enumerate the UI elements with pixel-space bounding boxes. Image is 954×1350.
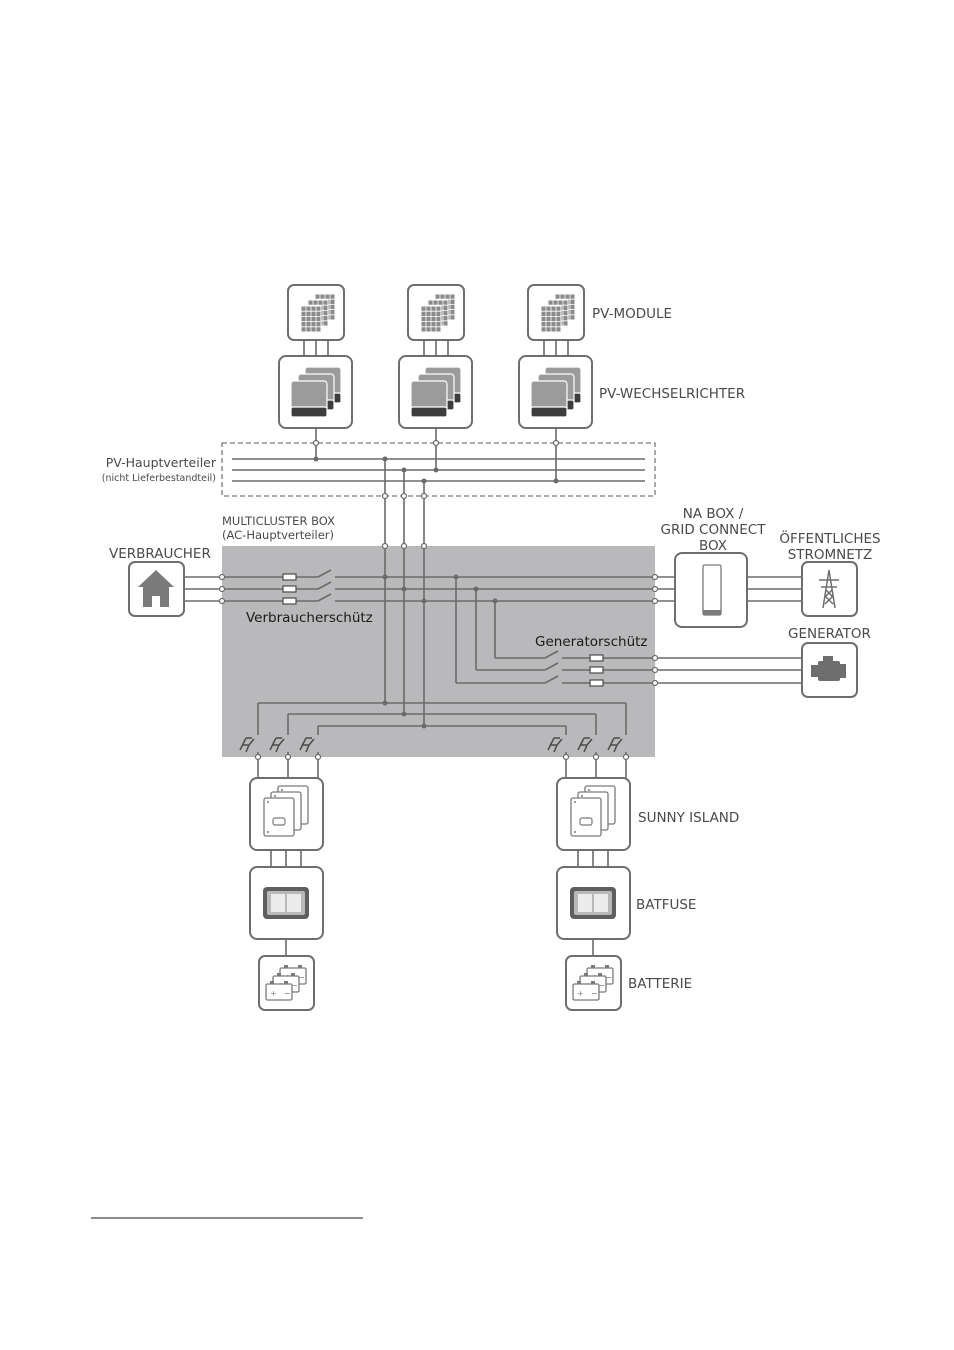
cabinet-icon [702, 564, 722, 616]
consumer-box [128, 561, 185, 617]
na-box-label-1: NA BOX / [683, 506, 744, 522]
consumer-fuses [282, 573, 297, 605]
sunny-island-1 [249, 777, 324, 851]
power-pylon-icon [819, 569, 839, 609]
pv-inverter-label: PV-WECHSELRICHTER [599, 386, 745, 402]
inverter-stack-icon [411, 367, 461, 417]
pv-distributor-note: (nicht Lieferbestandteil) [102, 473, 216, 484]
pv-inverter-2 [398, 355, 473, 429]
generator-label: GENERATOR [788, 626, 871, 642]
consumer-contactor-label: Verbraucherschütz [246, 610, 373, 626]
fuse-box-icon [263, 887, 309, 919]
fuse-box-icon [570, 887, 616, 919]
battery-inverter-stack-icon [571, 786, 615, 836]
inverter-stack-icon [531, 367, 581, 417]
pv-module-1 [287, 284, 345, 341]
pv-module-label: PV-MODULE [592, 306, 672, 322]
pv-distributor-label: PV-Hauptverteiler [106, 455, 217, 470]
generator-box [801, 642, 858, 698]
grid-label-2: STROMNETZ [788, 547, 873, 563]
na-box-label-3: BOX [699, 538, 727, 554]
multicluster-title: MULTICLUSTER BOX [222, 514, 335, 528]
generator-fuses [589, 654, 604, 687]
pv-module-2 [407, 284, 465, 341]
battery-2 [565, 955, 622, 1011]
sunny-island-label: SUNNY ISLAND [638, 810, 739, 826]
house-icon [138, 570, 174, 607]
na-box [674, 552, 748, 628]
sunny-island-2 [556, 777, 631, 851]
generator-contactor-label: Generatorschütz [535, 634, 648, 650]
multicluster-box [222, 546, 655, 757]
grid-box [801, 561, 858, 617]
batfuse-1 [249, 866, 324, 940]
grid-label-1: ÖFFENTLICHES [779, 529, 880, 547]
pv-inverter-3 [518, 355, 593, 429]
inverter-stack-icon [291, 367, 341, 417]
multicluster-subtitle: (AC-Hauptverteiler) [222, 528, 334, 542]
engine-icon [811, 656, 846, 681]
pv-distributor [221, 442, 656, 497]
battery-1 [258, 955, 315, 1011]
consumer-label: VERBRAUCHER [109, 546, 211, 562]
battery-label: BATTERIE [628, 976, 692, 992]
batfuse-label: BATFUSE [636, 897, 696, 913]
batfuse-2 [556, 866, 631, 940]
battery-inverter-stack-icon [264, 786, 308, 836]
na-box-label-2: GRID CONNECT [661, 522, 767, 538]
pv-inverter-1 [278, 355, 353, 429]
pv-module-3 [527, 284, 585, 341]
